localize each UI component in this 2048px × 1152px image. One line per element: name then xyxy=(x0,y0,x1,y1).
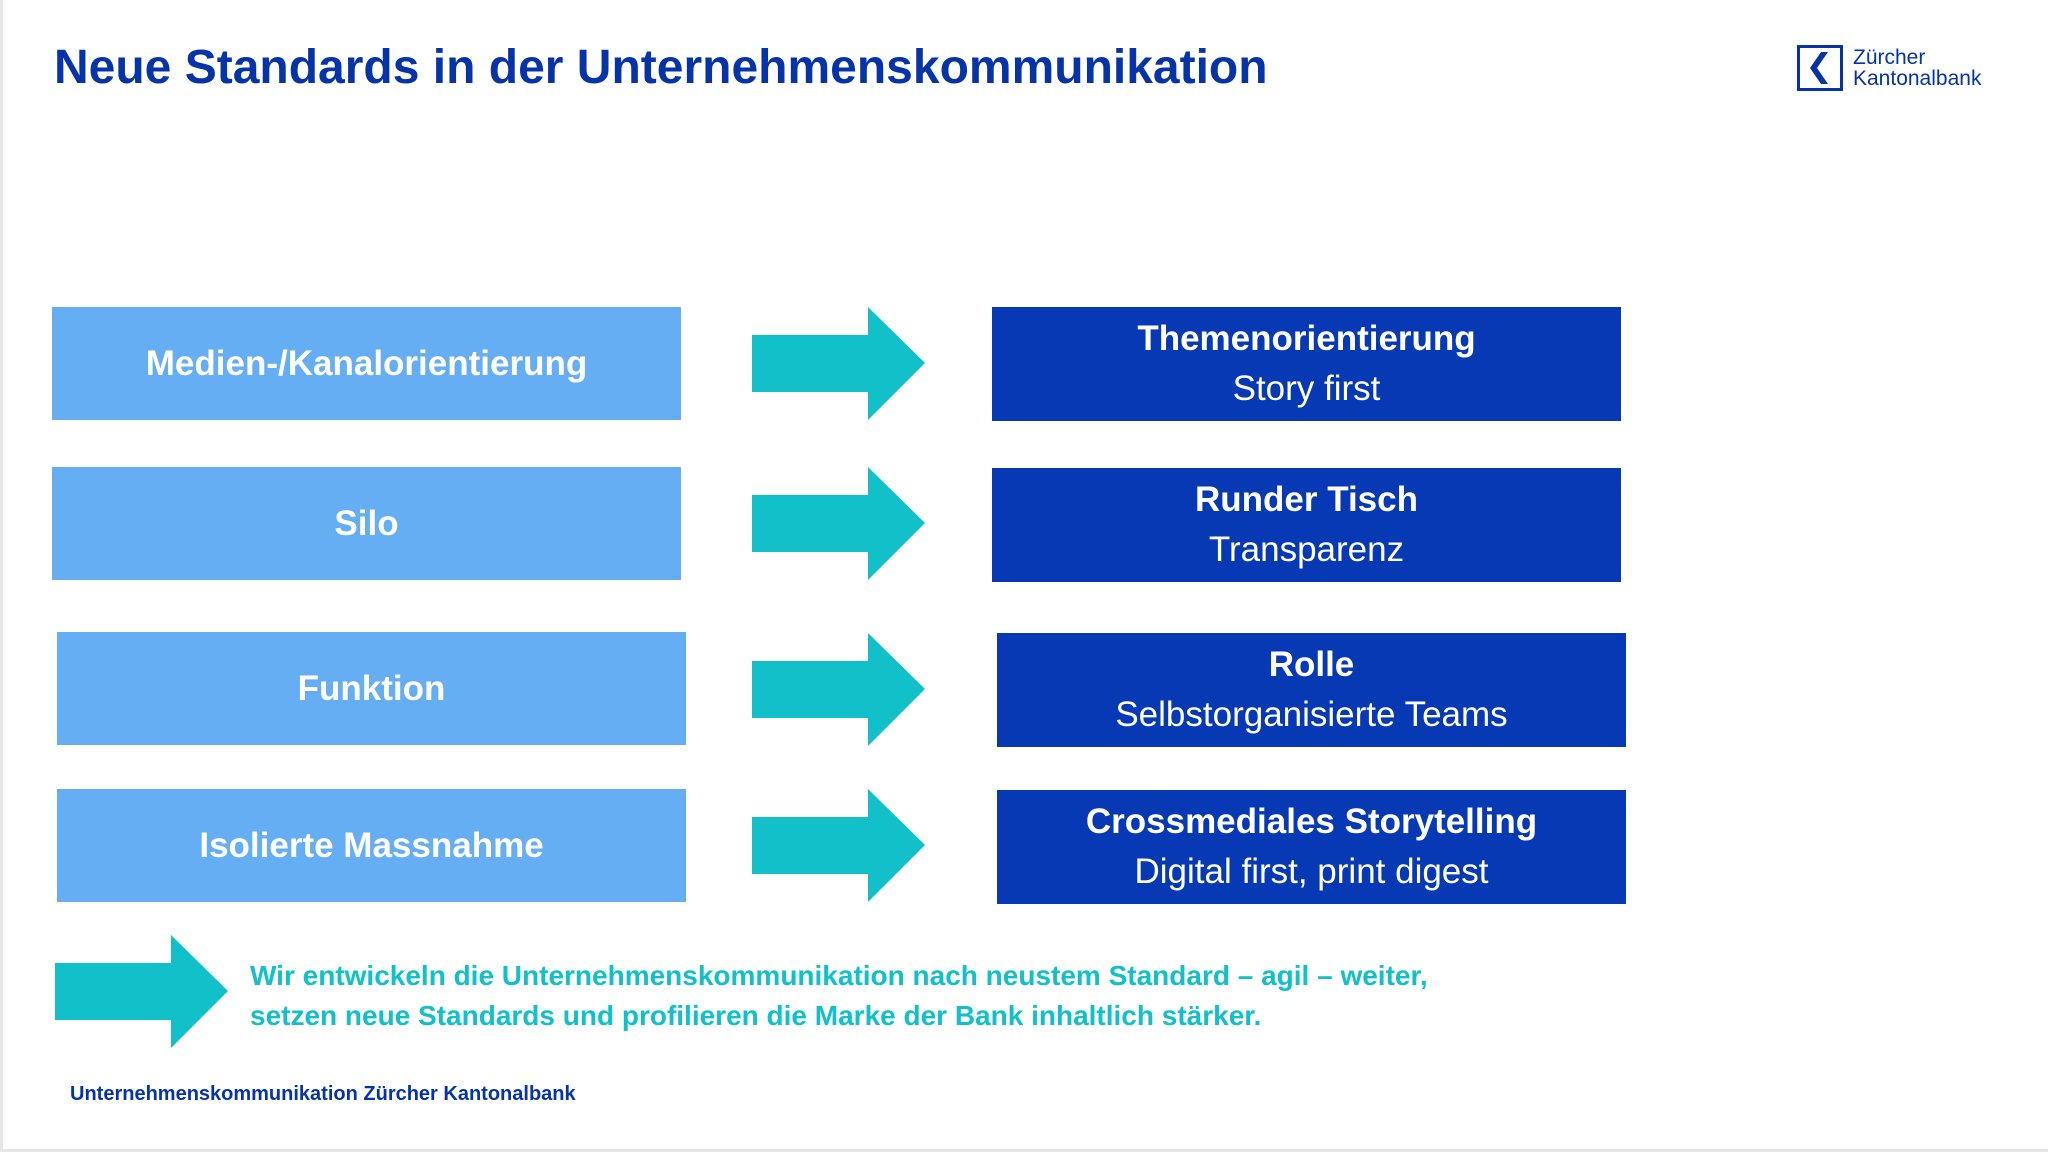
right-arrow-icon xyxy=(752,633,925,746)
right-box-title: Runder Tisch xyxy=(1194,480,1418,519)
right-arrow-icon xyxy=(752,467,925,580)
logo-text: Zürcher Kantonalbank xyxy=(1853,47,1981,89)
right-box-4: Crossmediales Storytelling Digital first… xyxy=(997,790,1626,904)
slide-title: Neue Standards in der Unternehmenskommun… xyxy=(54,41,1268,94)
statement-line-1: Wir entwickeln die Unternehmenskommunika… xyxy=(250,960,1428,991)
logo-line-2: Kantonalbank xyxy=(1853,67,1982,90)
zkb-logo: Zürcher Kantonalbank xyxy=(1797,45,1981,91)
right-arrow-icon xyxy=(752,307,925,420)
right-box-title: Rolle xyxy=(1268,645,1355,684)
left-box-label: Silo xyxy=(334,503,399,543)
right-box-title: Themenorientierung xyxy=(1137,319,1476,358)
right-box-subtitle: Selbstorganisierte Teams xyxy=(1115,695,1508,734)
slide-footer: Unternehmenskommunikation Zürcher Kanton… xyxy=(70,1083,576,1105)
statement-line-2: setzen neue Standards und profilieren di… xyxy=(250,1000,1262,1031)
left-box-label: Medien-/Kanalorientierung xyxy=(145,343,588,383)
zkb-logo-icon xyxy=(1797,45,1843,91)
left-box-3: Funktion xyxy=(57,632,686,745)
presentation-slide: Neue Standards in der Unternehmenskommun… xyxy=(3,0,2048,1149)
conclusion-arrow-icon xyxy=(55,935,228,1048)
left-box-2: Silo xyxy=(52,467,681,580)
right-box-3: Rolle Selbstorganisierte Teams xyxy=(997,633,1626,747)
logo-line-1: Zürcher xyxy=(1853,46,1926,69)
right-box-1: Themenorientierung Story first xyxy=(992,307,1621,421)
right-box-subtitle: Story first xyxy=(1232,369,1381,408)
right-box-subtitle: Digital first, print digest xyxy=(1134,852,1489,891)
right-box-title: Crossmediales Storytelling xyxy=(1085,802,1538,841)
left-box-label: Funktion xyxy=(297,668,446,708)
left-box-4: Isolierte Massnahme xyxy=(57,789,686,902)
left-box-1: Medien-/Kanalorientierung xyxy=(52,307,681,420)
left-box-label: Isolierte Massnahme xyxy=(199,825,544,865)
conclusion-statement: Wir entwickeln die Unternehmenskommunika… xyxy=(250,956,1428,1036)
right-box-2: Runder Tisch Transparenz xyxy=(992,468,1621,582)
right-arrow-icon xyxy=(752,789,925,902)
right-box-subtitle: Transparenz xyxy=(1208,530,1405,569)
